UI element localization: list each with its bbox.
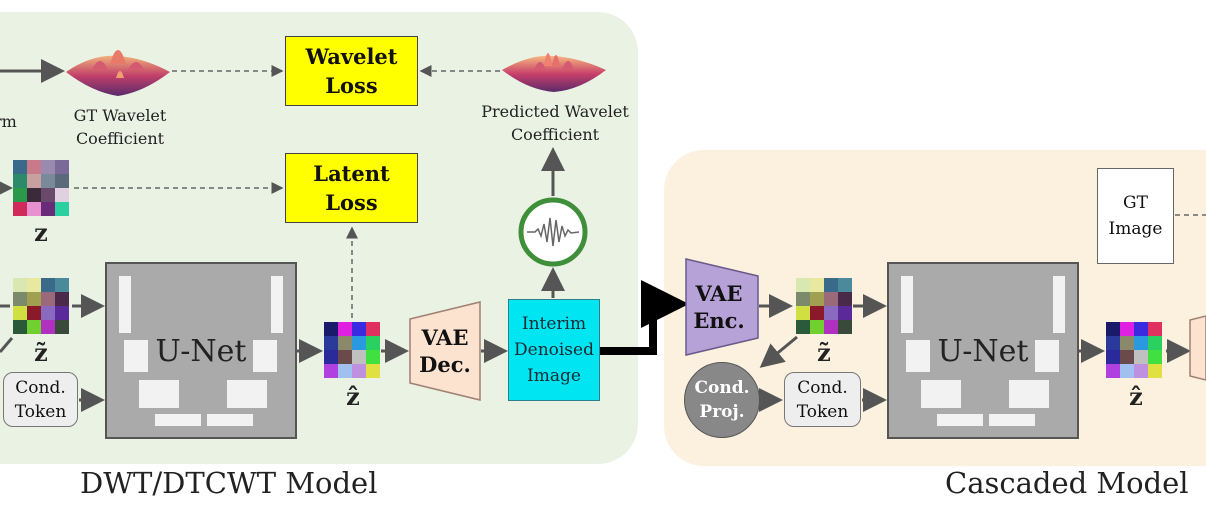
predicted-wavelet-label: Predicted Wavelet Coefficient [481,102,629,144]
z-latent-grid [13,160,69,216]
unet-right-label: U-Net [937,334,1029,369]
diagonal-line-left [0,337,14,353]
gt-wavelet-surface-icon [66,50,170,96]
cond-token-right: Cond. Token [784,372,861,427]
z-label: z [34,218,48,247]
wavelet-signal-icon [518,197,588,267]
latent-loss-box: Latent Loss [285,153,418,223]
unet-left: U-Net [105,262,297,439]
gt-wavelet-label: GT Wavelet Coefficient [73,106,167,148]
z-tilde-grid-right [796,278,852,334]
wavelet-loss-box: Wavelet Loss [285,36,418,106]
vae-enc-label: VAE Enc. [693,281,745,333]
cond-proj-circle: Cond. Proj. [684,362,760,438]
predicted-wavelet-surface-icon [502,53,606,92]
interim-denoised-image-box: Interim Denoised Image [508,299,600,401]
z-hat-label: ẑ [346,382,360,411]
arrow-ztilde-to-condproj [759,335,798,368]
z-hat-label-right: ẑ [1129,382,1143,411]
cascaded-model-caption: Cascaded Model [945,466,1189,500]
z-hat-grid [324,322,380,378]
vae-dec-label: VAE Dec. [419,325,471,377]
big-transfer-arrow [600,280,689,355]
z-tilde-label-right: z̃ [817,338,831,367]
vae-dec-right-partial [1189,315,1206,381]
unet-left-label: U-Net [155,334,247,369]
gt-image-box: GT Image [1097,168,1174,264]
z-tilde-label: z̃ [34,338,48,367]
cropped-label: rm [0,112,17,131]
unet-right: U-Net [887,262,1079,439]
z-hat-grid-right [1106,322,1162,378]
cond-token-left: Cond. Token [3,372,78,427]
dwt-model-caption: DWT/DTCWT Model [80,466,378,500]
vae-enc-shape [685,258,759,356]
z-tilde-grid [13,278,69,334]
vae-dec-shape [409,301,481,401]
